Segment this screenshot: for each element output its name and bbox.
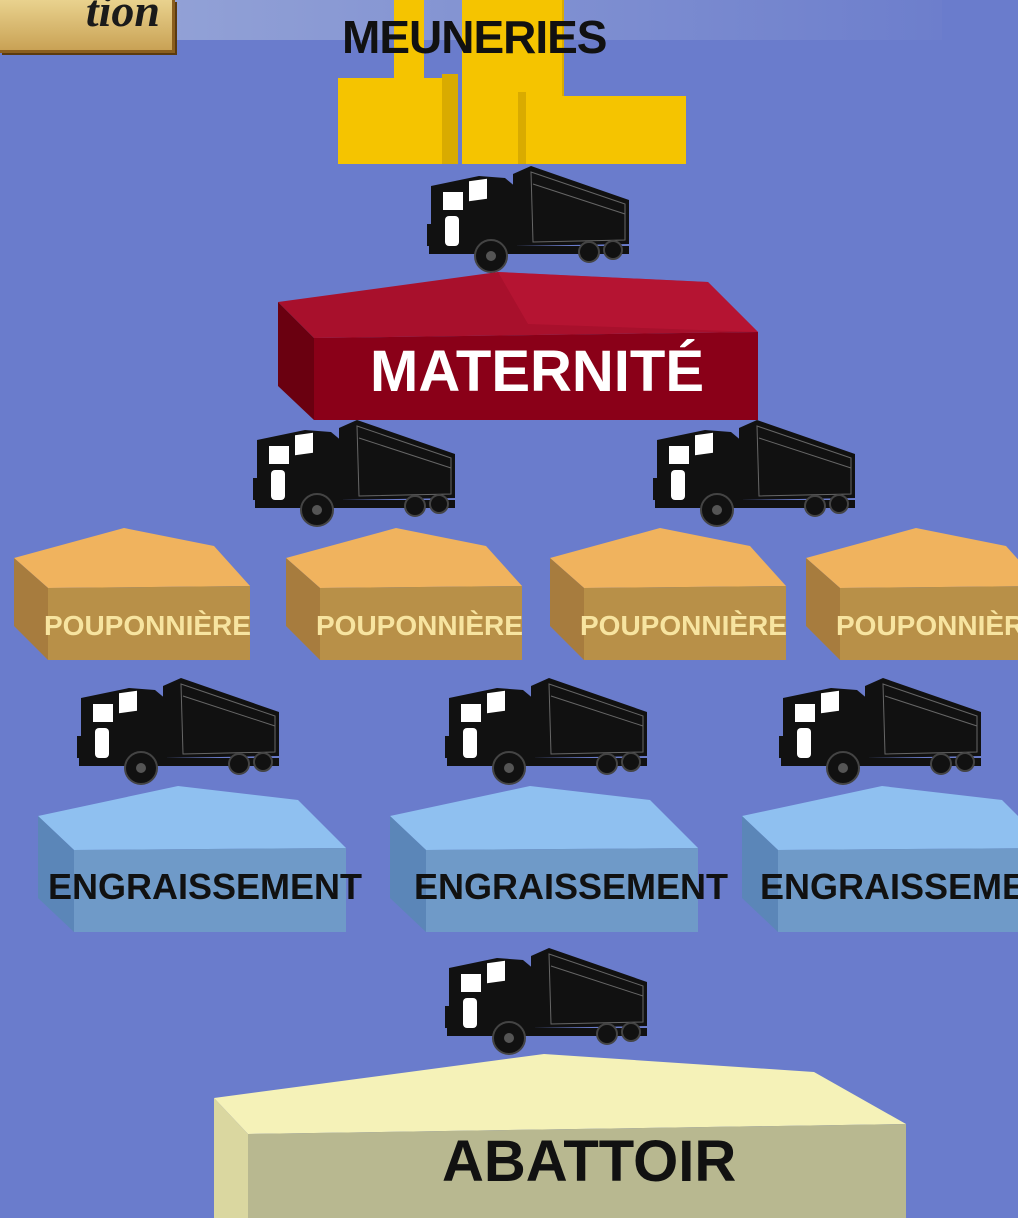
maternite-building xyxy=(278,272,758,420)
engraissement-label-2: ENGRAISSEMENT xyxy=(414,866,729,907)
pouponniere-label-2: POUPONNIÈRE xyxy=(316,610,523,641)
engraissement-label-clip: ENGRAISSEMENT xyxy=(752,856,1018,912)
abattoir-label: ABATTOIR xyxy=(442,1129,737,1194)
truck-icon xyxy=(246,418,458,528)
engraissement-building xyxy=(390,786,698,932)
pouponniere-building xyxy=(550,528,786,660)
truck-icon xyxy=(438,946,650,1056)
engraissement-building xyxy=(38,786,346,932)
abattoir-building xyxy=(214,1054,906,1218)
corner-title-text: tion xyxy=(85,0,160,36)
truck-icon xyxy=(438,676,650,786)
engraissement-building xyxy=(742,786,1018,932)
truck-icon xyxy=(70,676,282,786)
truck-icon xyxy=(772,676,984,786)
pouponniere-label-4: POUPONNIÈRE xyxy=(836,610,1018,641)
pouponniere-building xyxy=(14,528,250,660)
corner-title-tab: tion xyxy=(0,0,175,53)
pouponniere-label-3: POUPONNIÈRE xyxy=(580,610,787,641)
meuneries-blocks xyxy=(338,0,686,164)
pouponniere-building xyxy=(806,528,1018,660)
truck-icon xyxy=(420,164,632,274)
truck-icon xyxy=(646,418,858,528)
meuneries-label: MEUNERIES xyxy=(342,11,607,63)
pouponniere-label-clip: POUPONNIÈRE xyxy=(830,600,1018,650)
engraissement-label-3: ENGRAISSEMENT xyxy=(760,866,1018,907)
pouponniere-building xyxy=(286,528,522,660)
maternite-label: MATERNITÉ xyxy=(370,339,705,404)
engraissement-label-1: ENGRAISSEMENT xyxy=(48,866,363,907)
pouponniere-label-1: POUPONNIÈRE xyxy=(44,610,251,641)
